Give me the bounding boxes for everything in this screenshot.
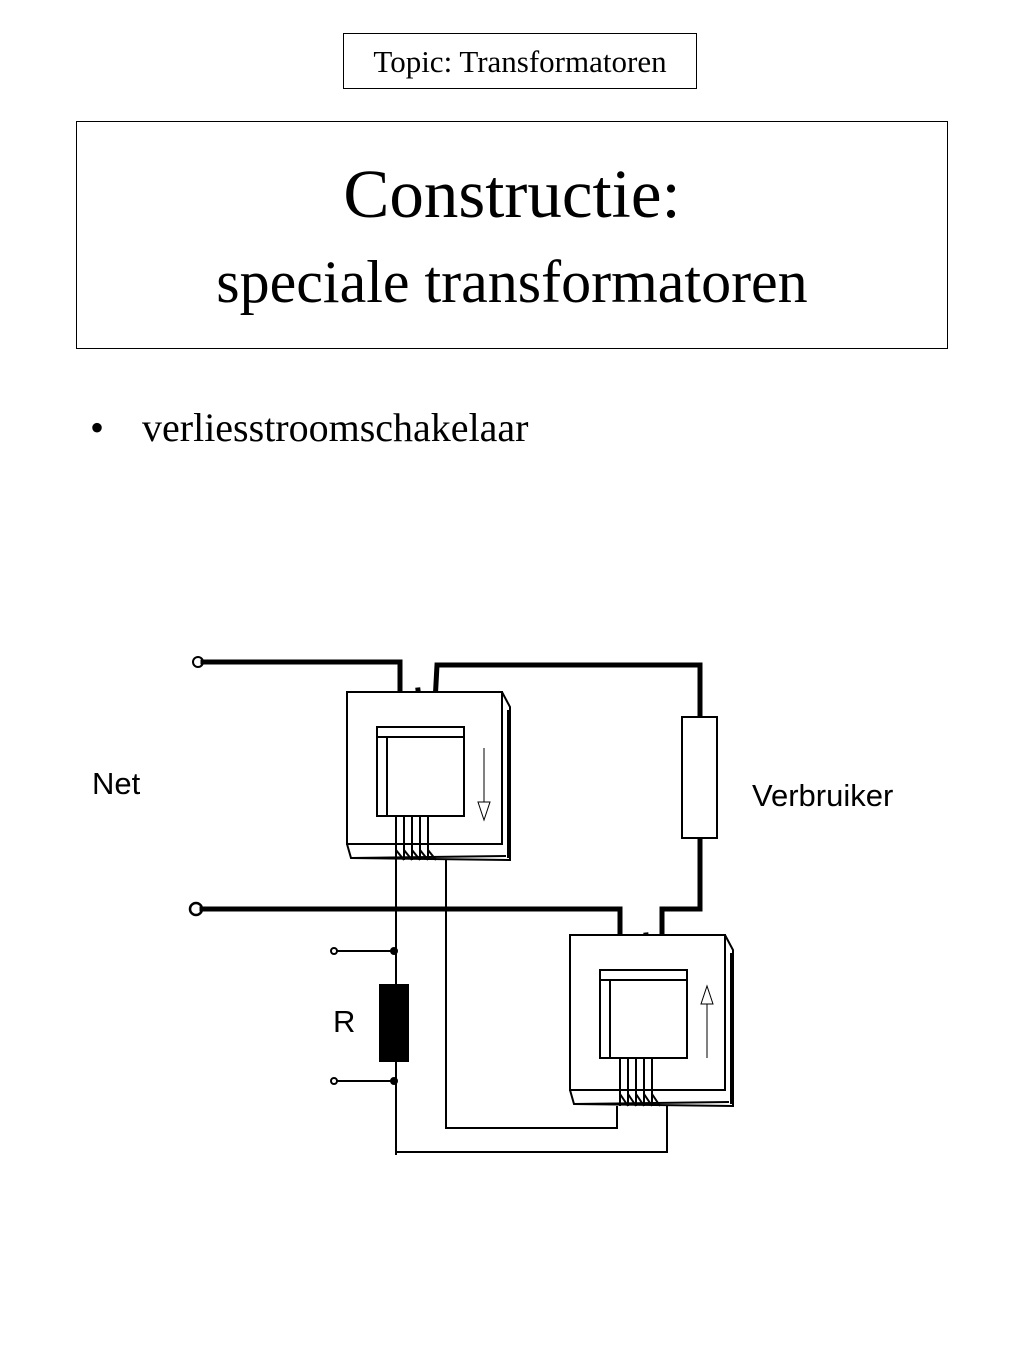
title-box: Constructie: speciale transformatoren: [76, 121, 948, 349]
resistor-terminals: [330, 947, 398, 1085]
lower-flux-arrow: [700, 984, 714, 1058]
consumer-load: [681, 716, 718, 839]
bullet-item: • verliesstroomschakelaar: [90, 408, 529, 448]
lower-transformer-core: [569, 934, 734, 1108]
bullet-marker: •: [90, 405, 105, 450]
bullet-text: verliesstroomschakelaar: [142, 405, 529, 450]
topic-label-box: Topic: Transformatoren: [343, 33, 697, 89]
resistor-r: [379, 984, 409, 1062]
consumer-label: Verbruiker: [752, 778, 894, 813]
upper-flux-arrow: [477, 748, 491, 822]
resistor-label: R: [333, 1004, 356, 1039]
net-label: Net: [92, 766, 141, 801]
lower-secondary-winding: [619, 1058, 661, 1107]
neutral-conductor-in: [199, 906, 623, 988]
topic-label: Topic: Transformatoren: [373, 43, 667, 79]
upper-secondary-winding: [395, 816, 437, 861]
slide-subtitle: speciale transformatoren: [216, 249, 808, 315]
slide-title: Constructie:: [343, 156, 681, 232]
